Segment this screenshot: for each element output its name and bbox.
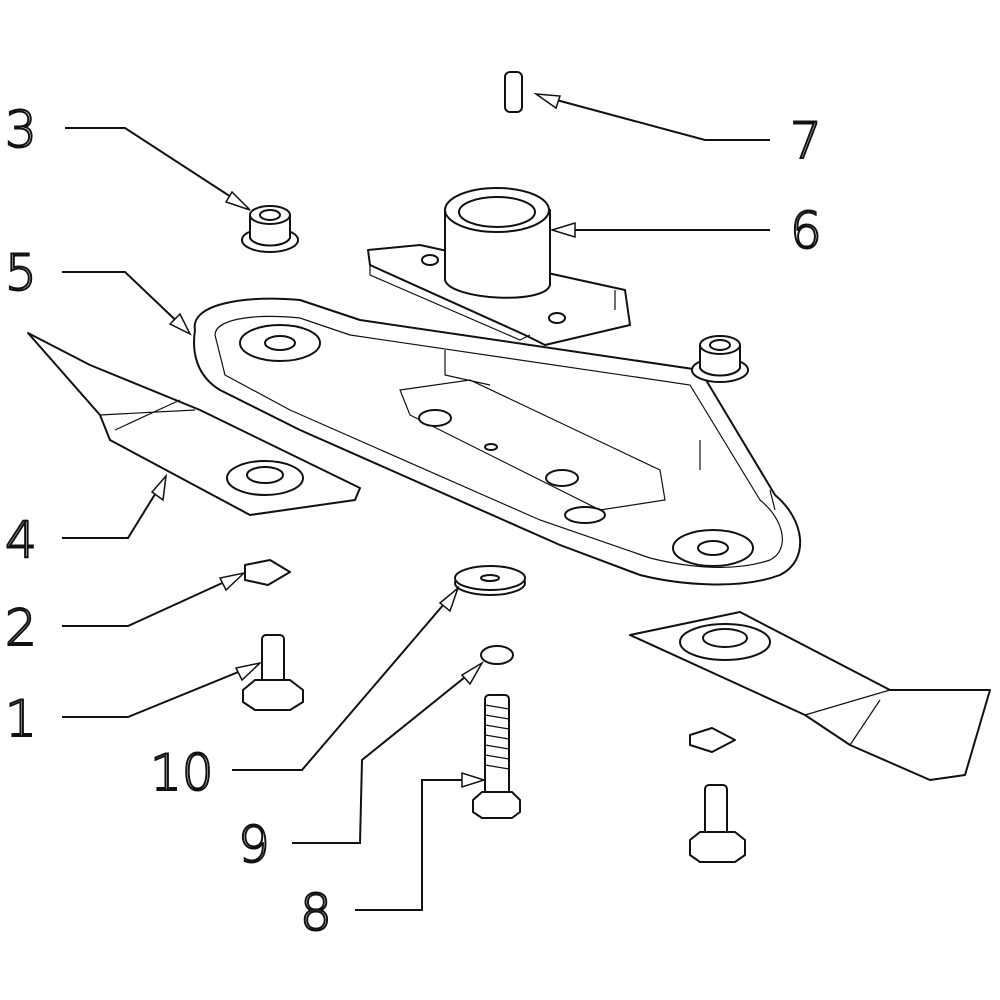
part-flange-nut-2	[691, 335, 749, 383]
part-flat-washer	[454, 565, 526, 596]
callout-10: 10	[150, 744, 214, 802]
callout-5: 5	[5, 244, 37, 302]
leader-9	[292, 664, 481, 844]
callout-7: 7	[790, 112, 822, 170]
leader-3	[65, 127, 249, 209]
callout-1: 1	[5, 690, 37, 748]
leader-10	[232, 589, 457, 771]
leader-lines	[62, 93, 770, 911]
leader-8	[355, 779, 483, 911]
callout-9: 9	[238, 816, 270, 874]
part-flange-nut	[241, 205, 299, 253]
part-center-bolt	[472, 694, 521, 819]
part-star-washer-2	[689, 727, 736, 753]
callout-6: 6	[790, 202, 822, 260]
part-star-washer	[244, 559, 291, 586]
callout-2: 2	[5, 599, 37, 657]
leader-2	[62, 573, 243, 627]
leader-7	[537, 94, 770, 141]
part-key	[504, 71, 523, 113]
part-lock-washer	[480, 645, 514, 665]
part-blade-carrier	[193, 297, 802, 586]
callout-4: 4	[5, 511, 37, 569]
part-blade-bolt	[242, 634, 304, 711]
leader-1	[62, 663, 259, 718]
leader-4	[62, 477, 166, 539]
leader-5	[62, 271, 189, 333]
part-blade-right	[629, 611, 991, 781]
callout-3: 3	[5, 101, 37, 159]
part-blade-bolt-2	[689, 784, 746, 863]
part-blade-hub	[367, 187, 631, 346]
part-blade-left	[27, 332, 361, 516]
callout-8: 8	[300, 884, 332, 942]
